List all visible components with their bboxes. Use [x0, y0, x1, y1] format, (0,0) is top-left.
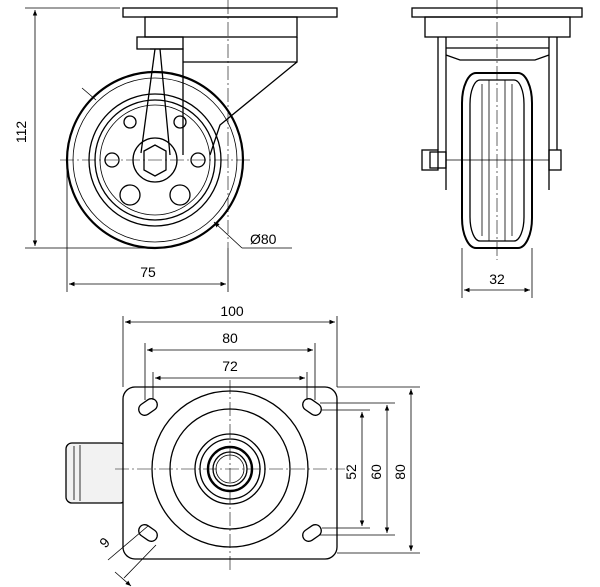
- dia-80-leader: [213, 221, 243, 249]
- front-view: 32: [411, 0, 583, 298]
- dim-72-label: 72: [222, 358, 238, 374]
- dim-52-label: 52: [343, 464, 359, 480]
- dim-9-label: 9: [96, 534, 113, 551]
- fork-arm: [150, 37, 298, 156]
- dim-32-label: 32: [489, 271, 505, 287]
- axle-nut: [143, 144, 167, 177]
- dim-112-label: 112: [13, 121, 29, 144]
- front-axle-bolt: [421, 149, 439, 171]
- dim-80-h-label: 80: [222, 330, 238, 346]
- mounting-slot: [138, 398, 158, 416]
- mounting-slot: [302, 398, 322, 416]
- dim-100-label: 100: [220, 303, 244, 319]
- dia-80-label: Ø80: [250, 231, 277, 247]
- swivel-block: [144, 16, 298, 38]
- top-view-wheel: [65, 442, 127, 504]
- dim-75-label: 75: [140, 264, 156, 280]
- side-view: 112 75 Ø80: [13, 0, 338, 292]
- mounting-slot: [138, 524, 158, 542]
- dim-9-line: [107, 525, 149, 561]
- dim-60-label: 60: [368, 464, 384, 480]
- top-view: 100 80 72 52 60 80 9: [65, 303, 420, 587]
- dim-80-v-label: 80: [392, 464, 408, 480]
- top-plate: [122, 7, 338, 18]
- mounting-slot: [302, 524, 322, 542]
